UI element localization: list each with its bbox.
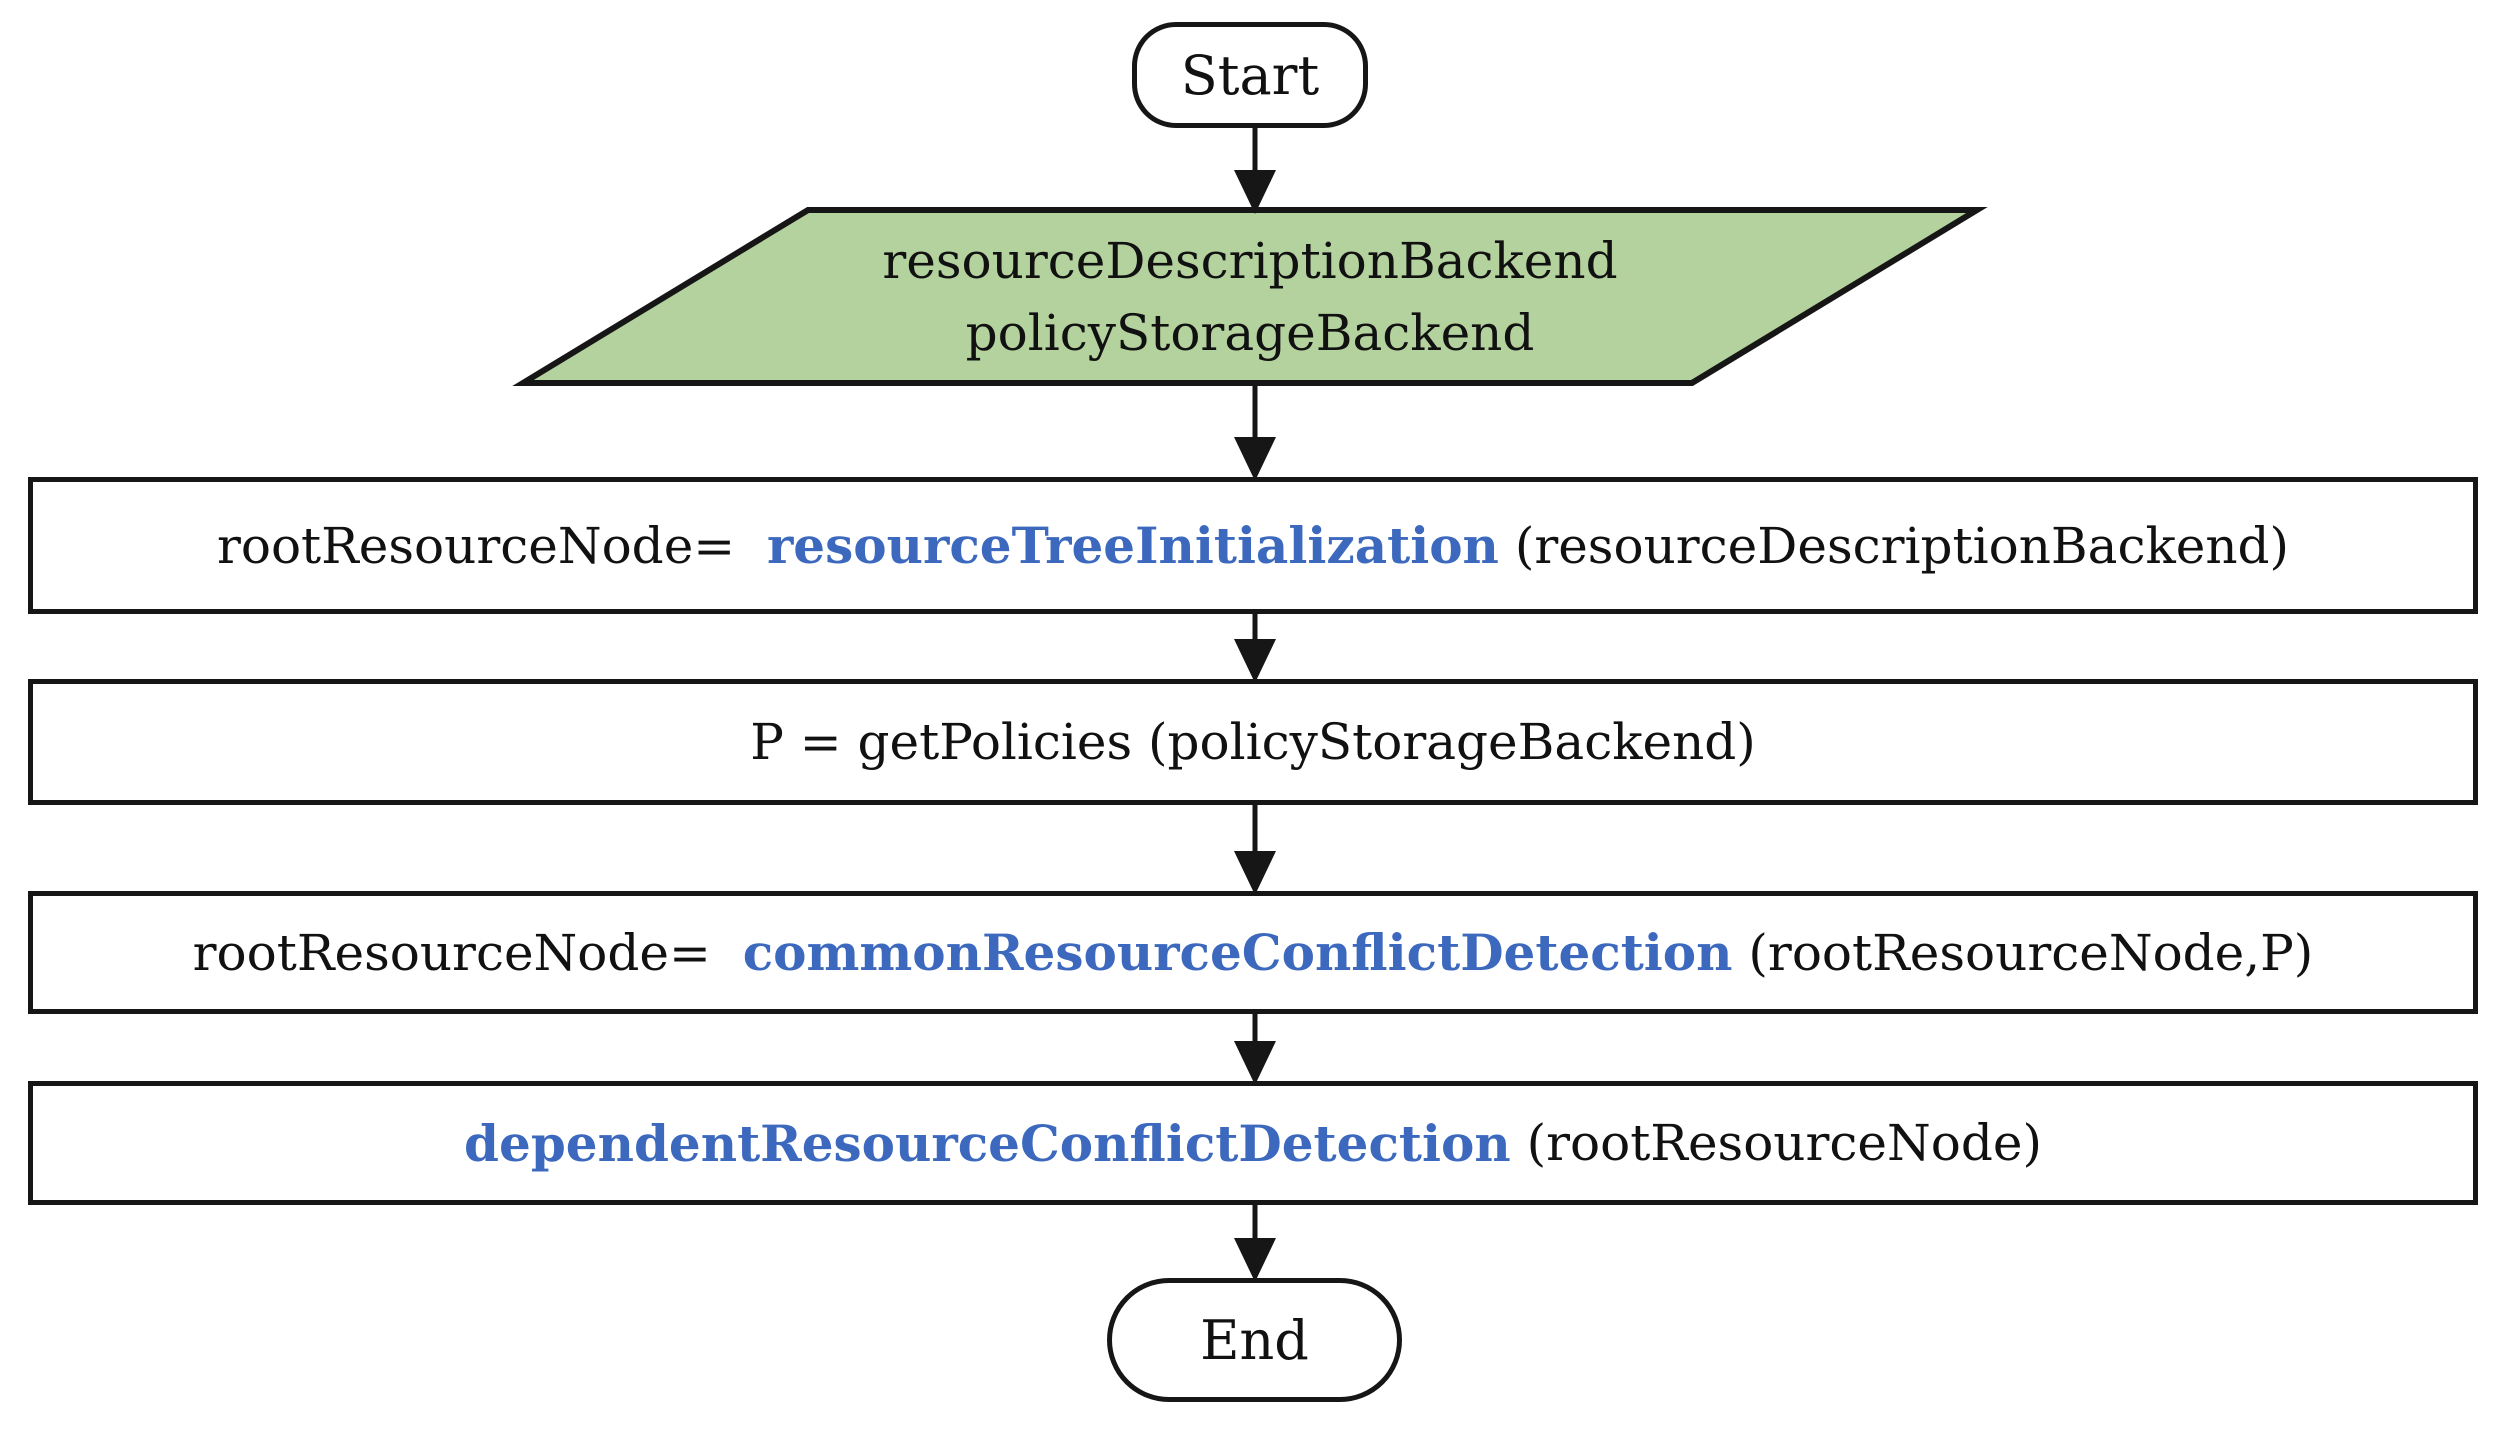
step2-prefix: P = getPolicies (policyStorageBackend) bbox=[750, 713, 1756, 771]
io-input-line2: policyStorageBackend bbox=[965, 303, 1535, 362]
start-node-label: Start bbox=[1180, 43, 1320, 107]
arrow-io-to-step1 bbox=[1234, 383, 1276, 481]
arrow-step1-to-step2 bbox=[1234, 612, 1276, 683]
arrow-step2-to-step3 bbox=[1234, 803, 1276, 895]
start-node: Start bbox=[1132, 22, 1368, 128]
process-node-dependent-resource-conflict-detection: dependentResourceConflictDetection (root… bbox=[28, 1081, 2478, 1205]
end-node-label: End bbox=[1200, 1308, 1309, 1372]
step4-function-name: dependentResourceConflictDetection bbox=[464, 1113, 1511, 1173]
arrow-step4-to-end bbox=[1234, 1203, 1276, 1282]
io-input-line1: resourceDescriptionBackend bbox=[882, 231, 1618, 290]
step1-arguments: (resourceDescriptionBackend) bbox=[1498, 516, 2290, 575]
arrow-start-to-io bbox=[1234, 126, 1276, 214]
step3-arguments: (rootResourceNode,P) bbox=[1732, 923, 2314, 982]
end-node: End bbox=[1107, 1278, 1402, 1402]
step1-function-name: resourceTreeInitialization bbox=[766, 516, 1499, 575]
process-node-common-resource-conflict-detection: rootResourceNode= commonResourceConflict… bbox=[28, 891, 2478, 1014]
arrow-step3-to-step4 bbox=[1234, 1012, 1276, 1085]
step4-arguments: (rootResourceNode) bbox=[1510, 1114, 2042, 1172]
step3-function-name: commonResourceConflictDetection bbox=[742, 923, 1733, 982]
io-node-text: resourceDescriptionBackend policyStorage… bbox=[523, 210, 1977, 383]
step1-prefix: rootResourceNode= bbox=[216, 516, 767, 575]
process-node-resource-tree-initialization: rootResourceNode= resourceTreeInitializa… bbox=[28, 477, 2478, 614]
process-node-get-policies: P = getPolicies (policyStorageBackend) bbox=[28, 679, 2478, 805]
step3-prefix: rootResourceNode= bbox=[192, 923, 743, 982]
